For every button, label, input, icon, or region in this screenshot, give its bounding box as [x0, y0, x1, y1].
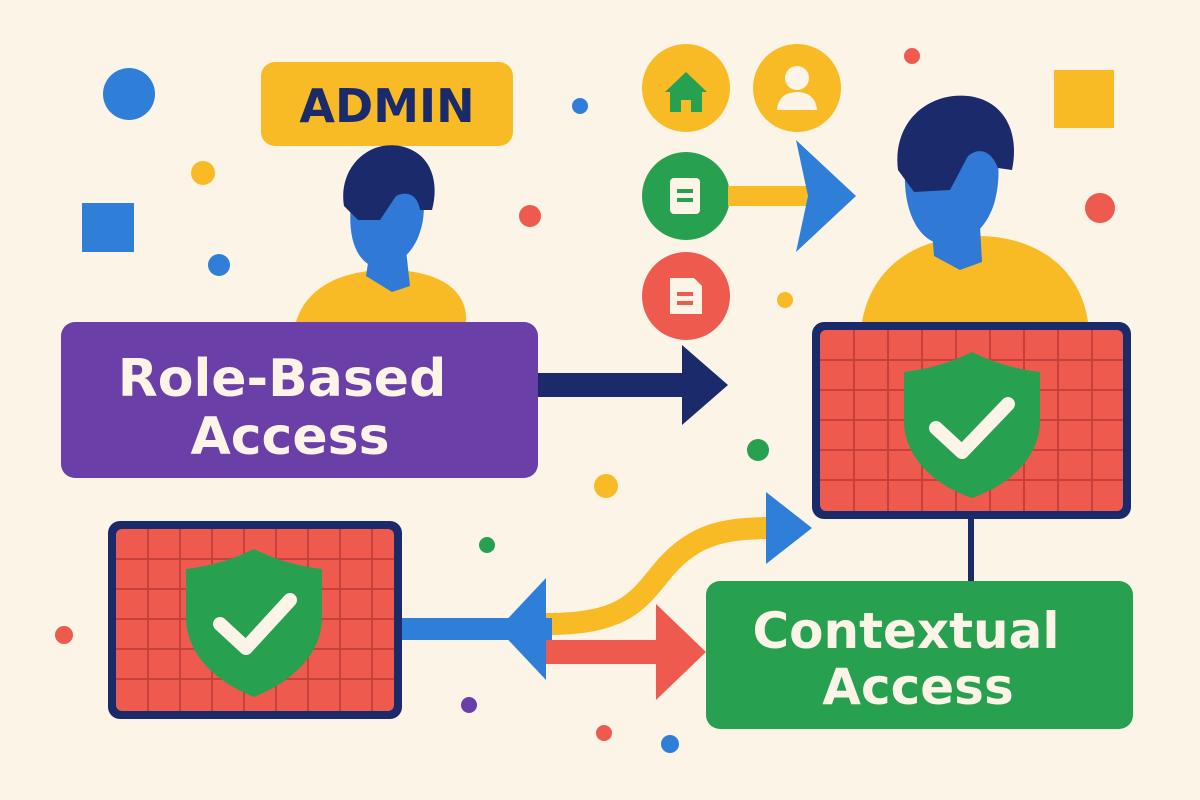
role-based-access-line2: Access — [190, 407, 389, 467]
shield-check-icon — [904, 352, 1040, 498]
admin-badge: ADMIN — [261, 62, 513, 146]
admin-person-shoulders — [296, 270, 467, 322]
user-person-shoulders — [862, 236, 1088, 322]
user-person — [862, 95, 1088, 322]
confetti-dot — [208, 254, 230, 276]
yellow-curved-arrow-head — [766, 492, 812, 564]
red-arrow-shaft — [546, 640, 666, 664]
secure-monitor-left — [108, 521, 402, 719]
confetti-dot — [777, 292, 793, 308]
document-icon-green — [642, 152, 730, 240]
document-icon-red — [642, 252, 730, 340]
admin-badge-label: ADMIN — [299, 79, 474, 133]
confetti-dot — [461, 697, 477, 713]
user-person-hair — [897, 95, 1015, 192]
flow-arrows — [402, 492, 812, 700]
confetti-dot — [596, 725, 612, 741]
role-based-arrow-head — [682, 345, 728, 425]
monitor-connector-line — [968, 519, 974, 581]
red-arrow-head — [656, 604, 706, 700]
chevron-right-icon — [796, 140, 856, 252]
resource-icons — [642, 44, 841, 340]
confetti-dot — [572, 98, 588, 114]
contextual-access-background — [706, 581, 1133, 729]
confetti-dot — [479, 537, 495, 553]
contextual-access-line1: Contextual — [752, 602, 1059, 660]
decorative-confetti — [55, 48, 1115, 753]
contextual-access-line2: Access — [822, 658, 1013, 716]
secure-monitor-right — [812, 322, 1131, 519]
admin-person-hair — [343, 145, 435, 220]
shield-check-icon — [186, 549, 322, 697]
confetti-dot — [904, 48, 920, 64]
confetti-square — [82, 203, 134, 252]
role-based-arrow-shaft — [538, 373, 690, 397]
confetti-dot — [55, 626, 73, 644]
home-icon — [642, 44, 730, 132]
contextual-access-box: Contextual Access — [706, 581, 1133, 729]
icon-flow-arrow-shaft — [728, 186, 816, 206]
confetti-dot — [594, 474, 618, 498]
user-icon — [753, 44, 841, 132]
role-based-access-background — [61, 322, 538, 478]
yellow-curved-arrow-path — [545, 517, 773, 635]
confetti-dot — [519, 205, 541, 227]
role-based-arrow — [538, 345, 728, 425]
blue-arrow-head — [498, 578, 546, 680]
icon-flow-arrow — [728, 140, 856, 252]
confetti-dot — [103, 68, 155, 120]
role-based-access-line1: Role-Based — [118, 349, 447, 409]
confetti-dot — [747, 439, 769, 461]
confetti-dot — [1085, 193, 1115, 223]
confetti-dot — [191, 161, 215, 185]
admin-person — [296, 145, 467, 322]
confetti-square — [1054, 70, 1114, 128]
role-based-access-box: Role-Based Access — [61, 322, 538, 478]
confetti-dot — [661, 735, 679, 753]
admin-badge-background — [261, 62, 513, 146]
